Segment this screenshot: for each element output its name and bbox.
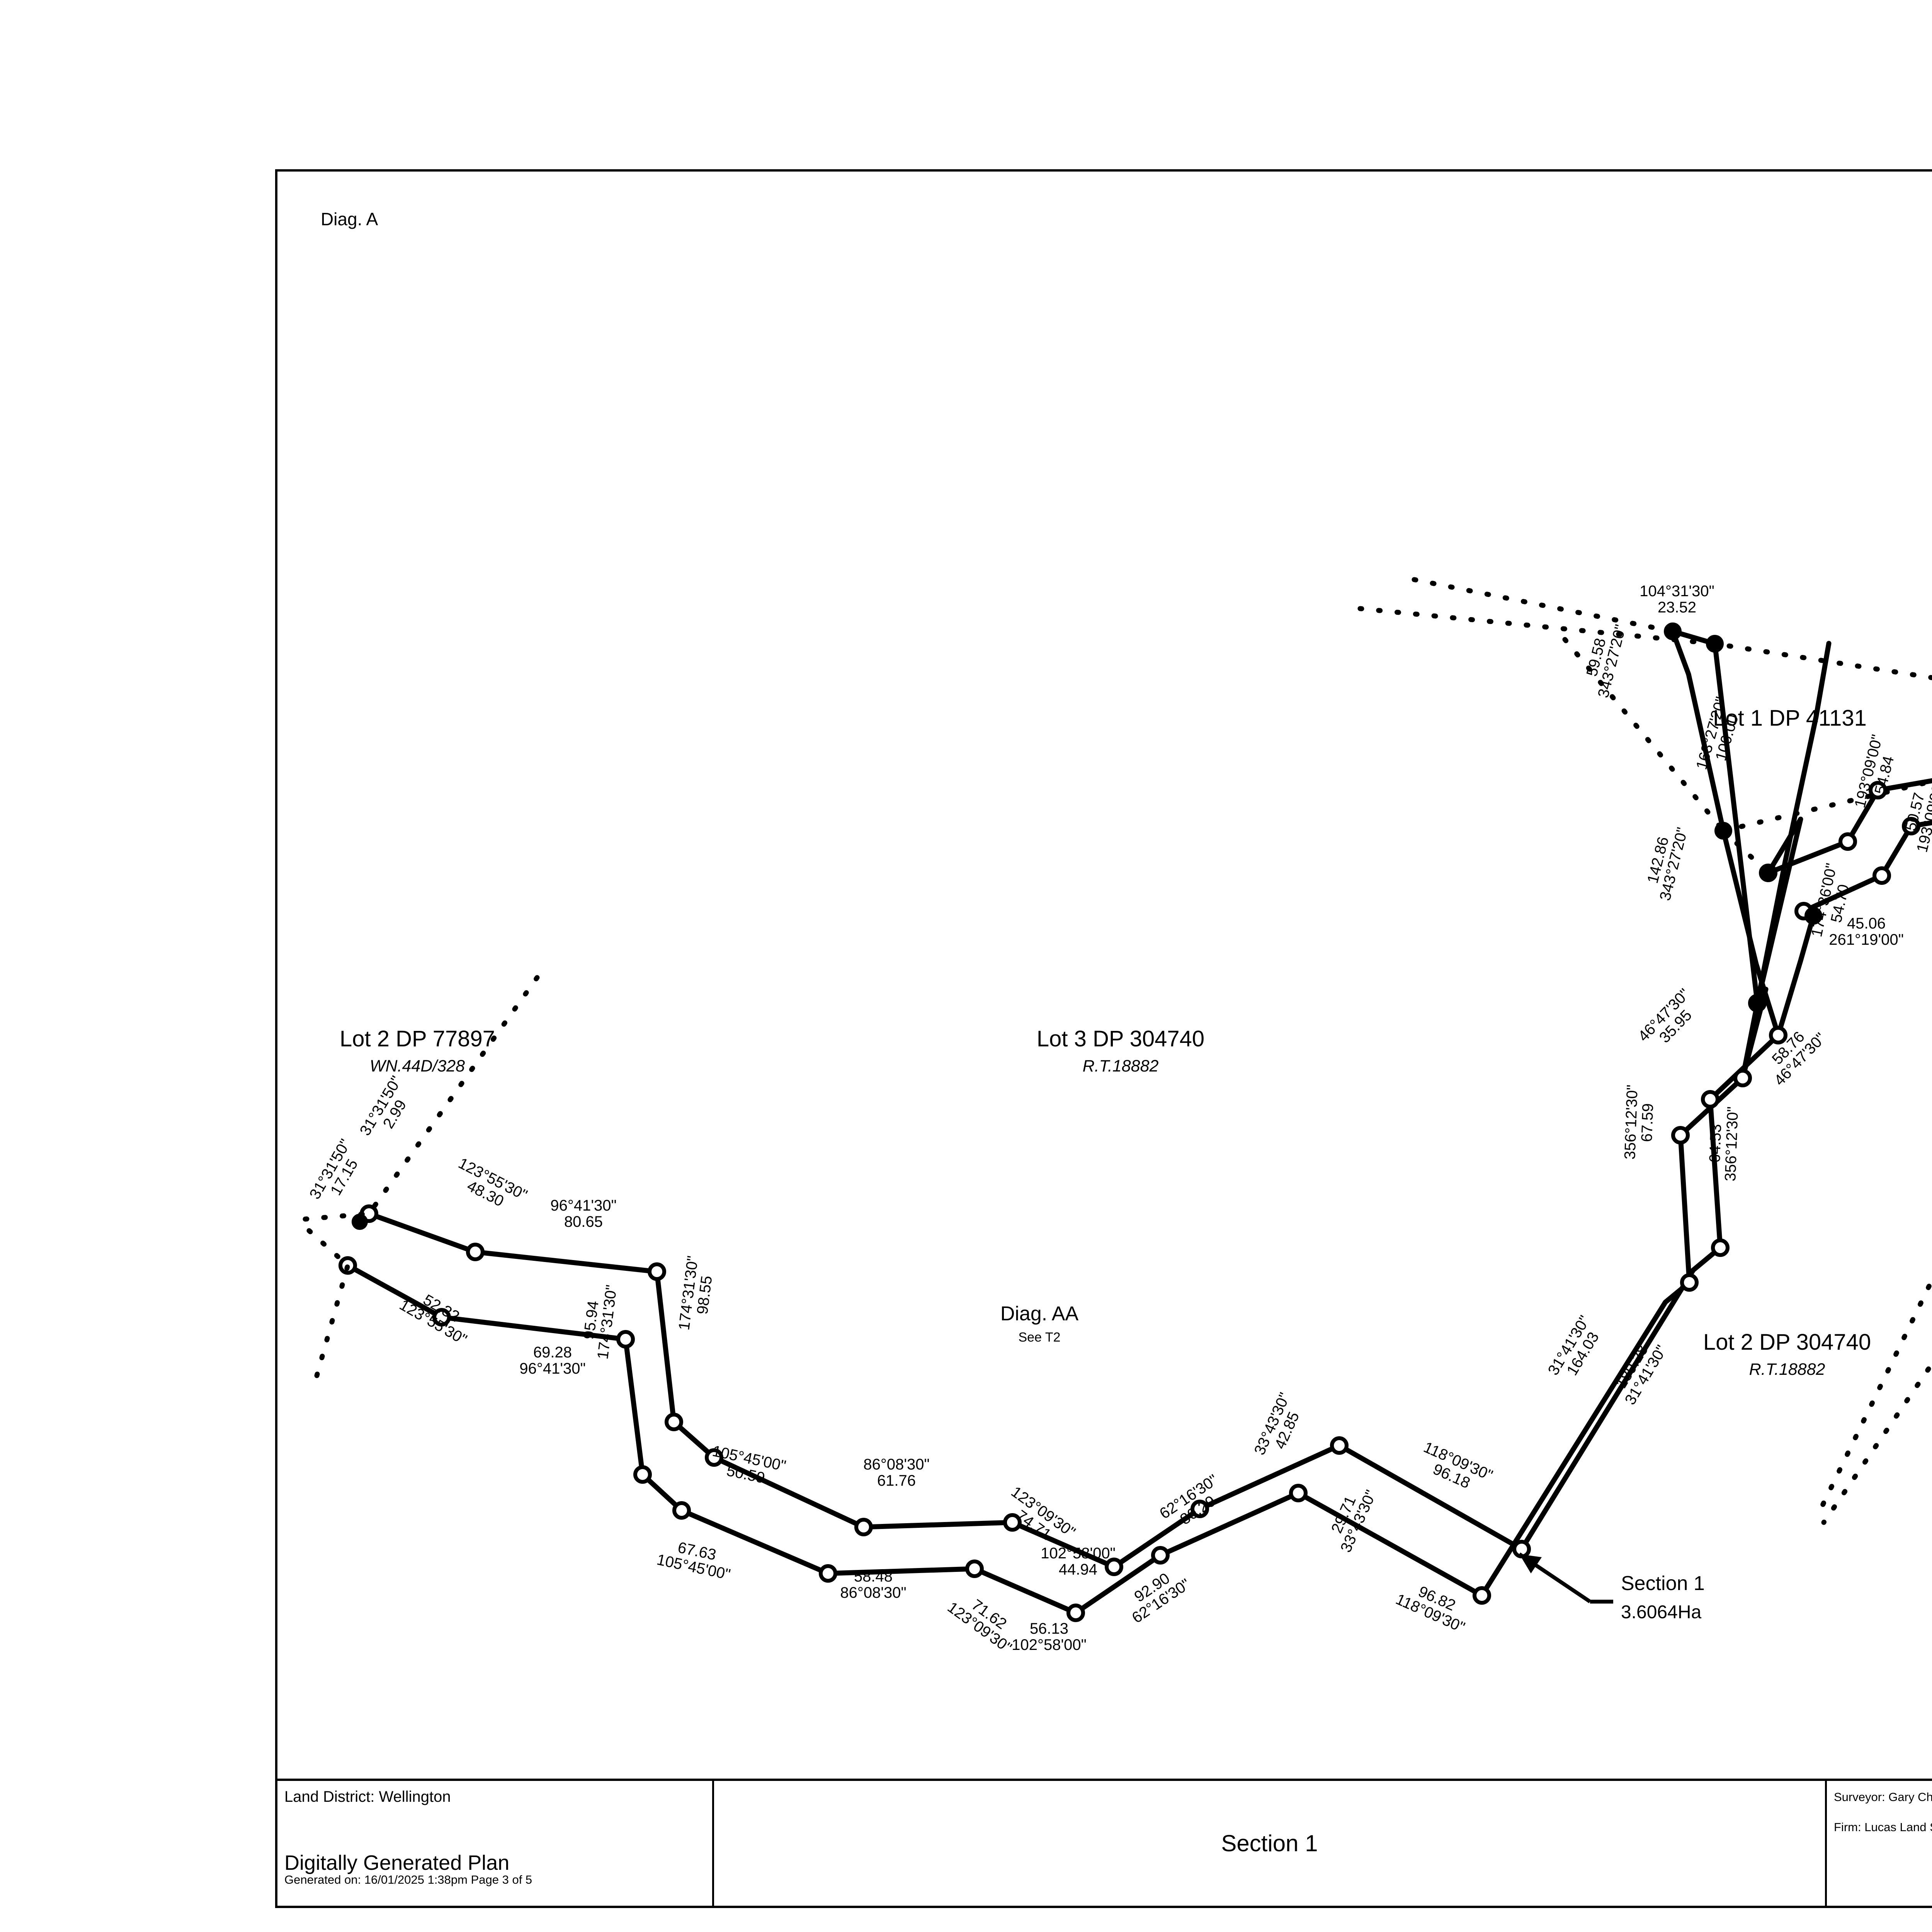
title-block: Land District: Wellington Digitally Gene… [275, 1779, 1932, 1908]
parcel-label-lot1-dp41131: Lot 1 DP 41131 [1713, 706, 1867, 731]
title-block-surveyor: Surveyor: Gary Charles Rawson Firm: Luca… [1827, 1781, 1932, 1906]
diagram-a-label: Diag. A [321, 209, 378, 229]
section-callout-area: 3.6064Ha [1621, 1602, 1702, 1622]
drawing-frame [275, 169, 1932, 1908]
parcel-label-lot2-dp304740: Lot 2 DP 304740 [1703, 1330, 1871, 1355]
bearing-label: 104°31'30"23.52 [1639, 583, 1714, 616]
title-block-left: Land District: Wellington Digitally Gene… [277, 1781, 714, 1906]
parcel-label-lot3-dp304740: Lot 3 DP 304740 [1036, 1026, 1205, 1051]
bearing-label: 102°58'00"44.94 [1041, 1545, 1116, 1578]
firm-name: Firm: Lucas Land Surveys Limited [1834, 1820, 1932, 1834]
diagram-aa-label: Diag. AA [1000, 1303, 1079, 1325]
parcel-ref-lot2-dp304740: R.T.18882 [1749, 1360, 1825, 1379]
land-district: Land District: Wellington [284, 1788, 451, 1805]
parcel-label-lot2-dp77897: Lot 2 DP 77897 [339, 1026, 495, 1051]
bearing-label: 356°12'30"67.59 [1621, 1084, 1656, 1160]
parcel-ref-lot3-dp304740: R.T.18882 [1082, 1057, 1159, 1075]
section-callout-name: Section 1 [1621, 1572, 1705, 1595]
bearing-label: 86°08'30"61.76 [863, 1456, 930, 1489]
diagram-aa-see: See T2 [1018, 1330, 1061, 1345]
digitally-generated-plan: Digitally Generated Plan [284, 1851, 510, 1874]
plan-centre-title: Section 1 [1221, 1830, 1318, 1856]
bearing-label: 96°41'30"80.65 [550, 1197, 617, 1230]
surveyor-name: Surveyor: Gary Charles Rawson [1834, 1790, 1932, 1804]
title-block-centre: Section 1 [714, 1781, 1827, 1906]
parcel-ref-lot2-dp77897: WN.44D/328 [369, 1057, 465, 1075]
generated-on: Generated on: 16/01/2025 1:38pm Page 3 o… [284, 1873, 532, 1886]
